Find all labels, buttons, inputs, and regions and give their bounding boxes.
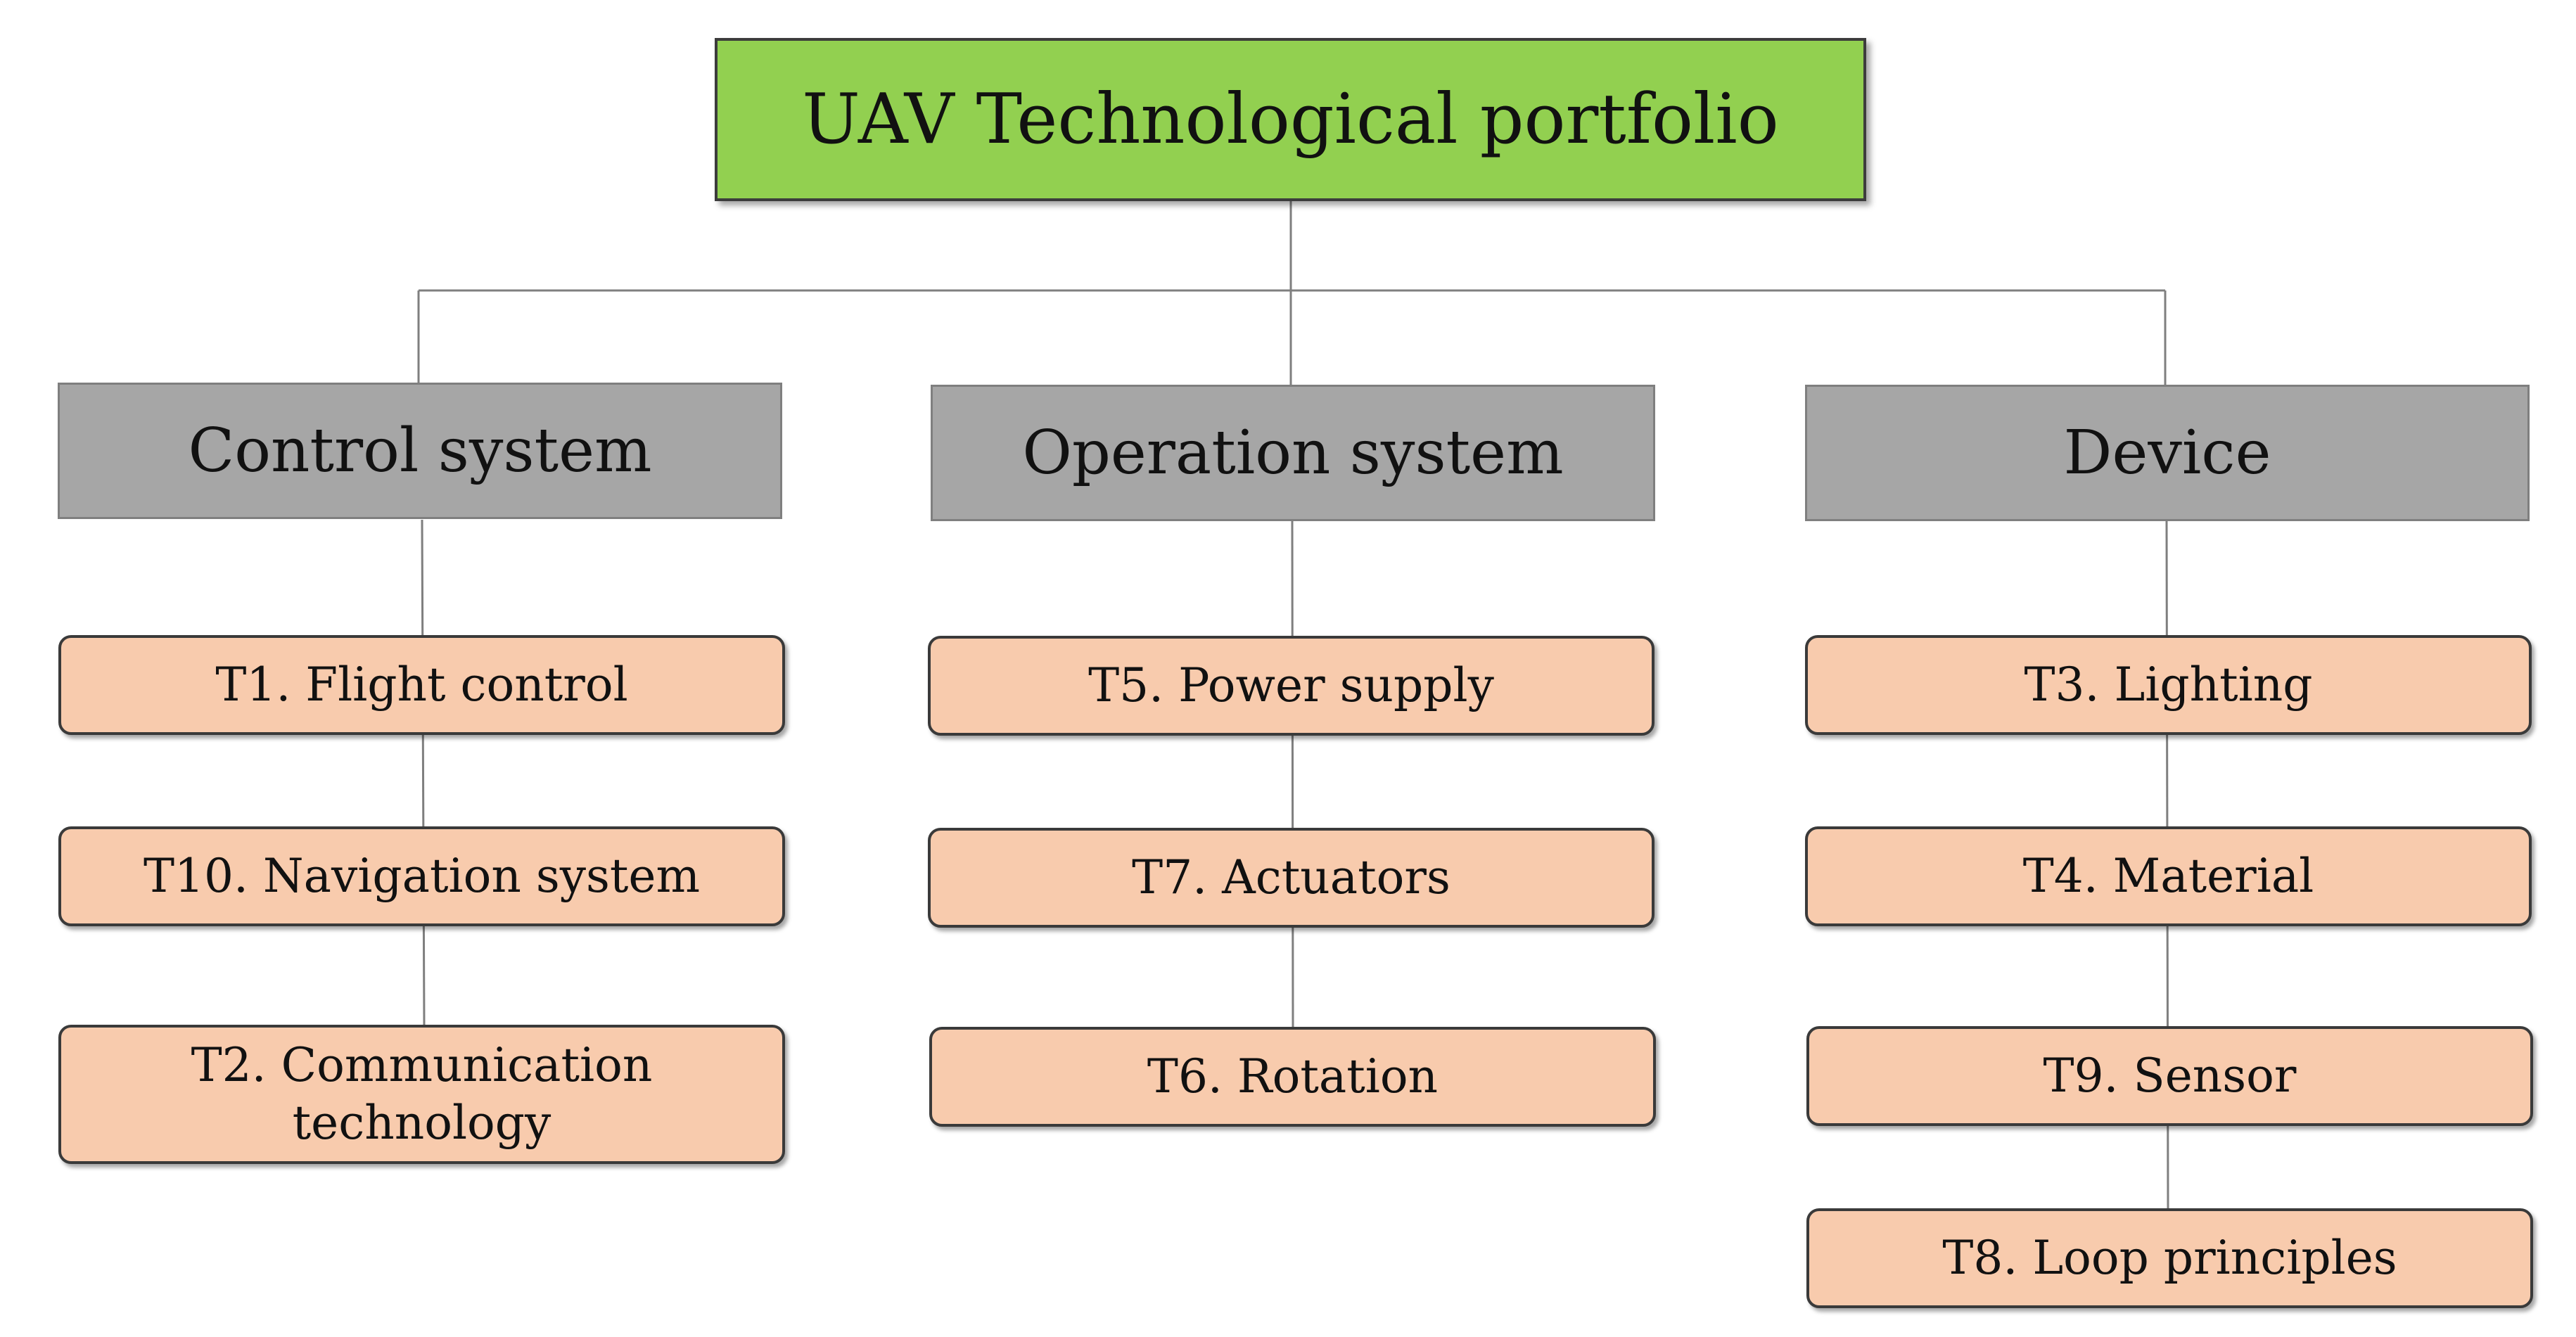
category-node-operation-system: Operation system: [931, 385, 1655, 521]
leaf-node-t9-sensor: T9. Sensor: [1806, 1026, 2533, 1126]
leaf-label: T6. Rotation: [1147, 1049, 1439, 1103]
leaf-node-t5-power-supply: T5. Power supply: [928, 636, 1654, 736]
leaf-label: T2. Communication technology: [191, 1037, 653, 1151]
leaf-label: T5. Power supply: [1088, 658, 1494, 712]
leaf-label: T9. Sensor: [2043, 1048, 2297, 1103]
category-label: Operation system: [1022, 418, 1564, 488]
category-label: Device: [2063, 418, 2271, 488]
leaf-label: T1. Flight control: [215, 657, 628, 712]
leaf-node-t1-flight-control: T1. Flight control: [58, 635, 785, 735]
leaf-node-t10-navigation-system: T10. Navigation system: [58, 826, 785, 926]
leaf-node-t2-communication-technology: T2. Communication technology: [58, 1025, 785, 1164]
leaf-label: T3. Lighting: [2024, 657, 2313, 712]
spine-line-operation-system: [1291, 520, 1294, 1028]
leaf-node-t6-rotation: T6. Rotation: [929, 1027, 1656, 1127]
leaf-label: T4. Material: [2022, 848, 2314, 903]
leaf-node-t7-actuators: T7. Actuators: [928, 828, 1654, 928]
root-node-label: UAV Technological portfolio: [802, 79, 1779, 160]
leaf-label: T8. Loop principles: [1942, 1230, 2397, 1285]
leaf-label: T10. Navigation system: [143, 848, 701, 903]
leaf-node-t4-material: T4. Material: [1805, 826, 2532, 926]
category-node-control-system: Control system: [58, 383, 782, 519]
spine-line-control-system: [421, 519, 426, 1028]
leaf-node-t3-lighting: T3. Lighting: [1805, 635, 2532, 735]
category-node-device: Device: [1805, 385, 2530, 521]
leaf-node-t8-loop-principles: T8. Loop principles: [1806, 1208, 2533, 1308]
leaf-label: T7. Actuators: [1132, 850, 1450, 904]
root-node-uav-technological-portfolio: UAV Technological portfolio: [715, 38, 1866, 201]
category-label: Control system: [188, 416, 652, 486]
